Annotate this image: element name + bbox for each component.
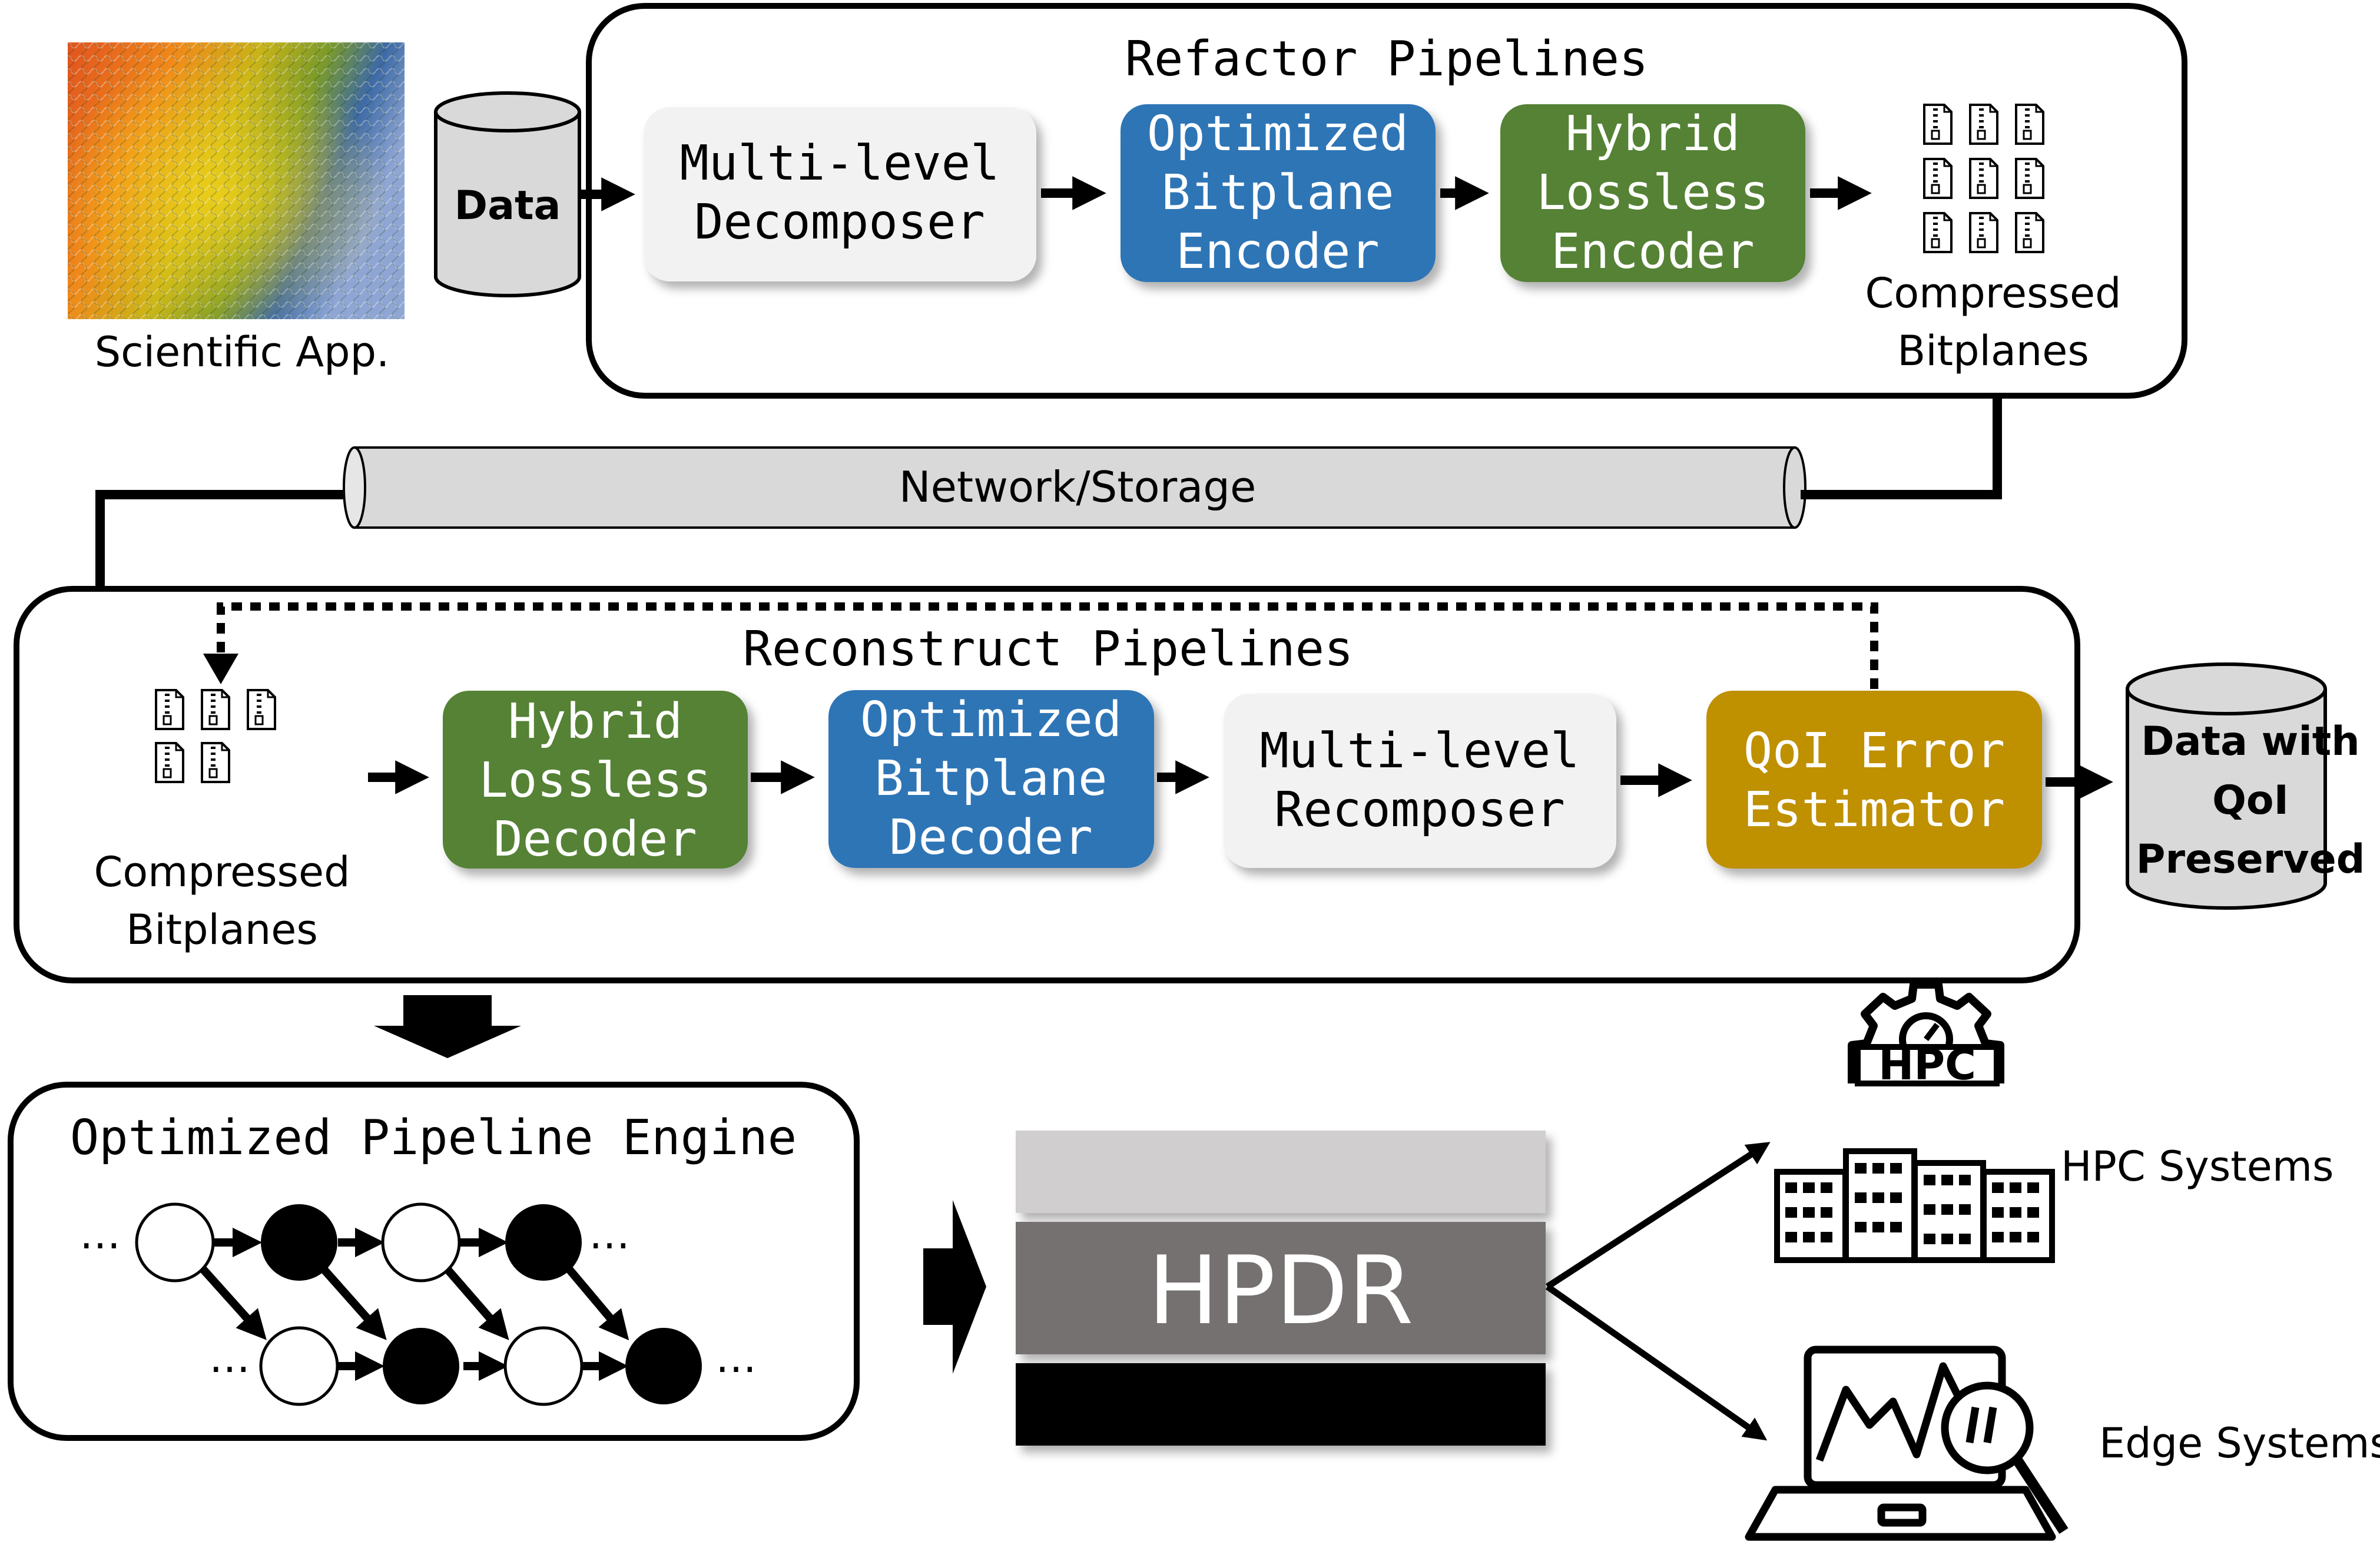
output-line-1: Data with [2141,718,2359,765]
lossless-decoder-line-1: Hybrid [508,694,682,750]
edge-systems-icon [1745,1346,2069,1541]
decomposer-line-1: Multi-level [679,135,999,191]
scientific-app: Scientific App. [68,42,405,376]
scientific-app-label: Scientific App. [95,328,390,376]
hpc-systems-icon: HPC [1774,980,2055,1263]
edge-systems-label: Edge Systems [2099,1419,2380,1467]
output-cylinder: Data with QoI Preserved [2126,662,2365,910]
output-line-2: QoI [2212,777,2289,824]
data-cylinder: Data [434,91,581,297]
engine-node [135,1202,215,1282]
decoder-line-3: Decoder [889,810,1093,866]
network-storage-pipe: Network/Storage [343,446,1806,529]
encoder-line-2: Bitplane [1162,165,1394,221]
lossless-encoder-block: Hybrid Lossless Encoder [1500,104,1805,282]
data-label: Data [455,183,561,229]
engine-node [505,1204,582,1281]
right-arrow [923,1200,986,1374]
refactor-output-line-2: Bitplanes [1897,327,2089,375]
network-storage-label: Network/Storage [899,462,1257,512]
down-arrow [374,995,521,1058]
hpdr-label: HPDR [1148,1235,1413,1346]
lossless-encoder-line-3: Encoder [1551,224,1755,280]
decoder-line-2: Bitplane [875,751,1108,807]
decoder-line-1: Optimized [860,692,1122,748]
hpdr-top-layer [1016,1131,1546,1213]
engine-node [383,1328,459,1404]
engine-node [503,1326,584,1406]
decomposer-line-2: Decomposer [694,194,985,250]
refactor-output-line-1: Compressed [1865,269,2121,317]
lossless-decoder-block: Hybrid Lossless Decoder [443,691,748,869]
qoi-line-2: Estimator [1743,782,2005,838]
lossless-encoder-line-1: Hybrid [1566,106,1740,162]
hpc-systems-label: HPC Systems [2061,1142,2333,1191]
reconstruct-input-line-2: Bitplanes [126,906,318,954]
engine-node [261,1204,337,1281]
decomposer-block: Multi-level Decomposer [644,107,1036,281]
engine-title: Optimized Pipeline Engine [70,1110,797,1166]
refactor-title: Refactor Pipelines [1125,31,1649,87]
refactor-arrows [579,176,1872,211]
branch-arrows [1545,1142,1771,1441]
feedback-arrowhead [203,654,238,684]
output-line-3: Preserved [2136,836,2365,883]
ellipsis-right-top: … [589,1210,630,1258]
feedback-loop [217,602,1878,689]
engine-node [381,1202,461,1282]
ellipsis-left-bottom: … [209,1334,250,1382]
encoder-line-3: Encoder [1176,224,1380,280]
reconstruct-input-line-1: Compressed [94,848,350,896]
pipeline-graph: … … … … [79,1202,757,1406]
recomposer-line-1: Multi-level [1259,723,1579,779]
hpdr-bottom-layer [1016,1363,1546,1446]
ellipsis-left-top: … [79,1210,121,1258]
lossless-decoder-line-2: Lossless [479,753,712,808]
qoi-line-1: QoI Error [1743,723,2005,779]
reconstruct-arrows [368,760,2113,799]
bitplane-decoder-block: Optimized Bitplane Decoder [828,690,1154,868]
ellipsis-right-bottom: … [715,1334,757,1382]
compressed-bitplanes-icon [1923,104,2044,253]
encoder-line-1: Optimized [1147,106,1408,162]
engine-node [625,1328,702,1404]
hpdr-middle-layer [1016,1222,1546,1354]
recomposer-block: Multi-level Recomposer [1224,694,1616,868]
engine-node [259,1326,339,1406]
lossless-encoder-line-2: Lossless [1537,165,1769,221]
qoi-error-estimator-block: QoI Error Estimator [1706,691,2042,869]
lossless-decoder-line-3: Decoder [493,811,697,867]
hpc-badge-text: HPC [1878,1040,1976,1089]
reconstruct-title: Reconstruct Pipelines [743,621,1354,677]
recomposer-line-2: Recomposer [1274,782,1565,838]
hpdr-stack: HPDR [1016,1131,1546,1446]
bitplane-encoder-block: Optimized Bitplane Encoder [1121,104,1436,282]
